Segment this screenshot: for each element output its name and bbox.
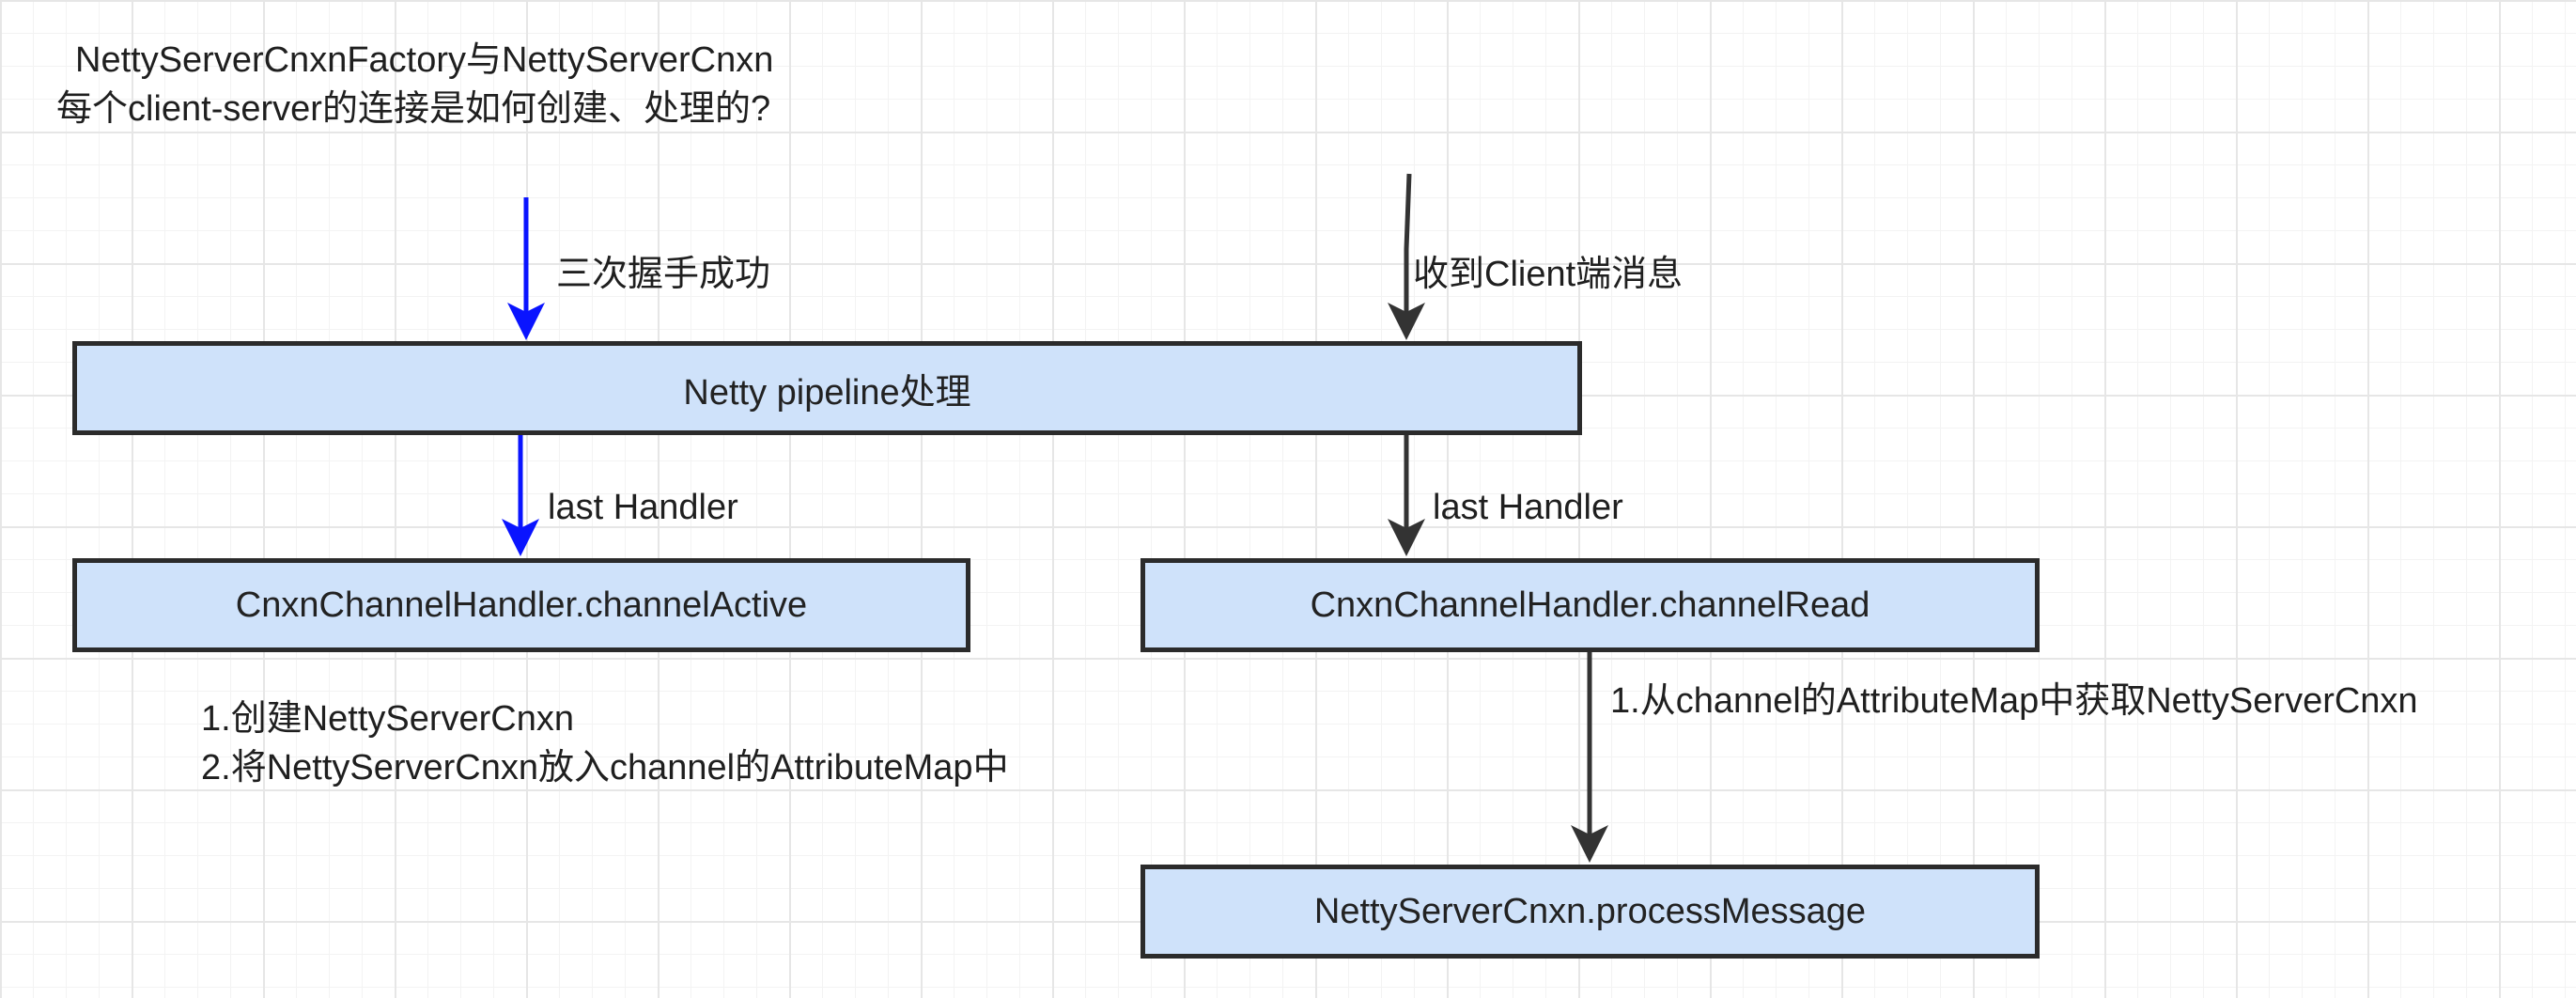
active-step-1: 1.创建NettyServerCnxn <box>201 699 575 739</box>
process-message-node-label: NettyServerCnxn.processMessage <box>1313 891 1867 931</box>
active-step-2: 2.将NettyServerCnxn放入channel的AttributeMap… <box>201 748 1009 787</box>
handshake-label: 三次握手成功 <box>556 255 771 294</box>
channel-active-node-label: CnxnChannelHandler.channelActive <box>235 585 808 625</box>
last-handler-left-label: last Handler <box>548 488 738 527</box>
diagram-title-line-1: NettyServerCnxnFactory与NettyServerCnxn <box>75 40 774 80</box>
diagram-title-line-2: 每个client-server的连接是如何创建、处理的? <box>56 89 771 129</box>
last-handler-right-label: last Handler <box>1433 488 1623 527</box>
process-message-node: NettyServerCnxn.processMessage <box>1141 865 2040 959</box>
channel-active-node: CnxnChannelHandler.channelActive <box>72 558 970 652</box>
pipeline-node: Netty pipeline处理 <box>72 341 1582 435</box>
read-step-1: 1.从channel的AttributeMap中获取NettyServerCnx… <box>1610 681 2418 721</box>
channel-read-node-label: CnxnChannelHandler.channelRead <box>1310 585 1870 625</box>
client-message-arrow <box>1388 173 1425 340</box>
pipeline-node-label: Netty pipeline处理 <box>683 372 971 413</box>
client-message-label: 收到Client端消息 <box>1413 255 1684 294</box>
channel-read-node: CnxnChannelHandler.channelRead <box>1141 558 2040 652</box>
